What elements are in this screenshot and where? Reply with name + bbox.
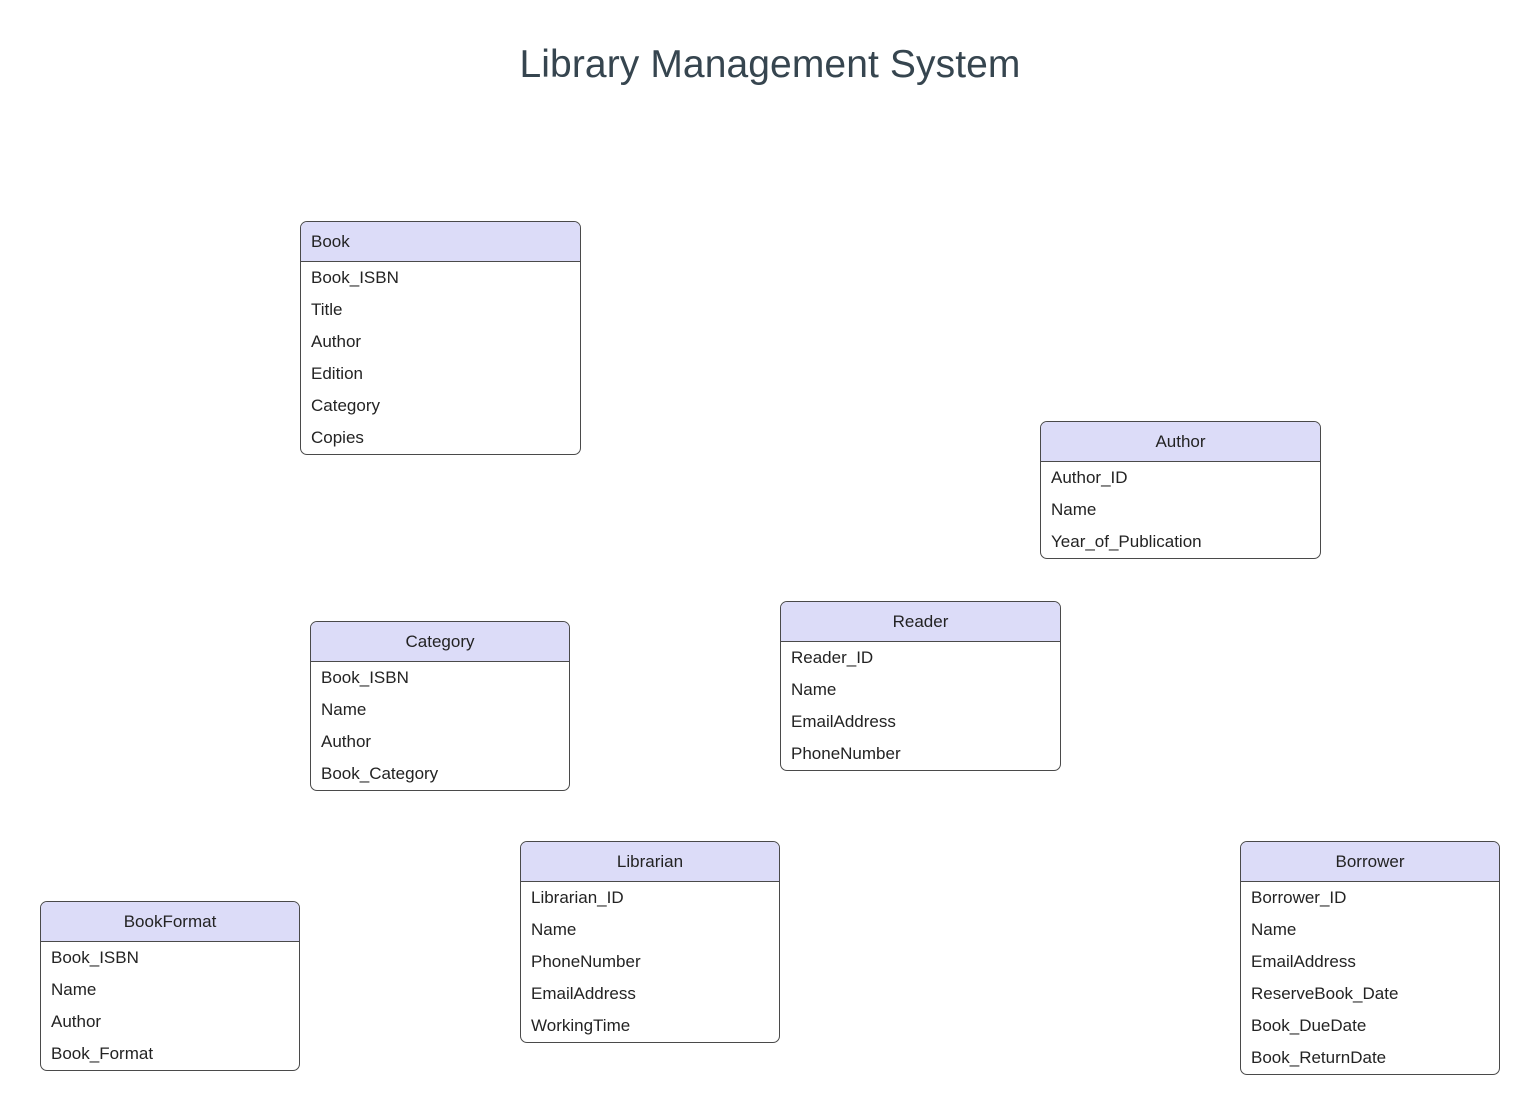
attribute-row: Book_Format: [51, 1044, 154, 1063]
entity-header-category: Category: [311, 622, 569, 662]
attribute-row: Name: [321, 700, 367, 719]
attribute-row: Book_ISBN: [311, 268, 399, 287]
attribute-row: Name: [51, 980, 97, 999]
attribute-row: Name: [531, 920, 577, 939]
attribute-row: Name: [1051, 500, 1097, 519]
attribute-row: Author: [51, 1012, 102, 1031]
attribute-row: Book_ISBN: [51, 948, 139, 967]
attribute-row: Author: [321, 732, 372, 751]
attribute-row: Book_DueDate: [1251, 1016, 1367, 1035]
attribute-row: Category: [311, 396, 380, 415]
attribute-row: Copies: [311, 428, 364, 447]
entity-header-reader: Reader: [781, 602, 1060, 642]
attribute-row: Book_ISBN: [321, 668, 409, 687]
page-title: Library Management System: [519, 43, 1021, 86]
entity-header-book: Book: [301, 222, 580, 262]
attribute-row: Year_of_Publication: [1051, 532, 1202, 551]
entity-header-borrower: Borrower: [1241, 842, 1499, 882]
attribute-row: EmailAddress: [791, 712, 896, 731]
attribute-row: PhoneNumber: [791, 744, 901, 763]
attribute-row: Title: [311, 300, 343, 319]
attribute-row: Borrower_ID: [1251, 888, 1347, 907]
attribute-row: ReserveBook_Date: [1251, 984, 1399, 1003]
attribute-row: Librarian_ID: [531, 888, 624, 907]
attribute-row: PhoneNumber: [531, 952, 641, 971]
attribute-row: WorkingTime: [531, 1016, 631, 1035]
attribute-row: Edition: [311, 364, 363, 383]
attribute-row: Book_Category: [321, 764, 439, 783]
attribute-row: Author: [311, 332, 362, 351]
entity-header-bookformat: BookFormat: [41, 902, 299, 942]
attribute-row: EmailAddress: [531, 984, 636, 1003]
attribute-row: Author_ID: [1051, 468, 1128, 487]
attribute-row: Reader_ID: [791, 648, 874, 667]
attribute-row: Name: [1251, 920, 1297, 939]
attribute-row: Book_ReturnDate: [1251, 1048, 1387, 1067]
attribute-row: Name: [791, 680, 837, 699]
attribute-row: EmailAddress: [1251, 952, 1356, 971]
entity-header-librarian: Librarian: [521, 842, 779, 882]
entity-header-author: Author: [1041, 422, 1320, 462]
